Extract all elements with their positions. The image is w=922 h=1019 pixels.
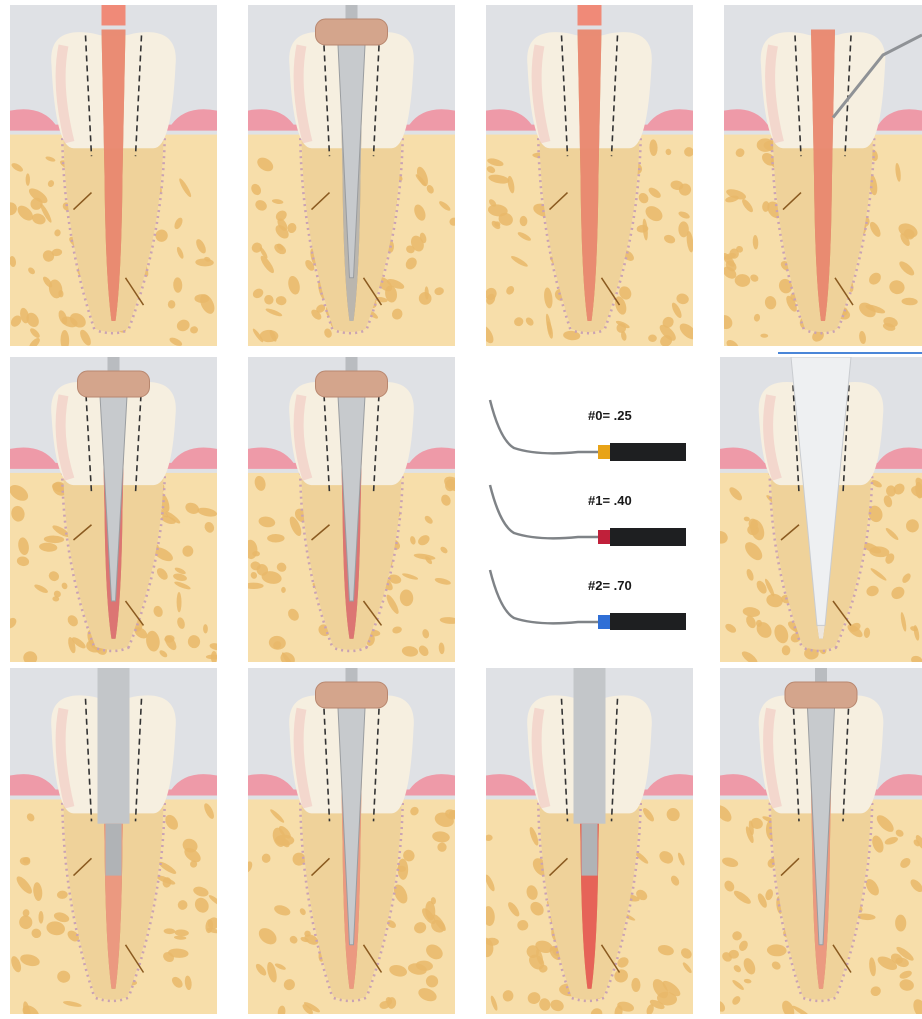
plugger-size-label: #0= .25 — [588, 408, 632, 423]
tooth-illustration — [248, 668, 455, 1014]
divider-line — [778, 352, 922, 354]
step-panel-3 — [486, 5, 693, 346]
step-panel-6 — [248, 357, 455, 662]
plugger-tool-1: #1= .40 — [490, 485, 686, 546]
tooth-illustration — [10, 668, 217, 1014]
plugger-band — [598, 530, 610, 544]
tooth-illustration — [248, 5, 455, 346]
plugger-size-label: #2= .70 — [588, 578, 632, 593]
tooth-illustration — [486, 5, 693, 346]
step-panel-8 — [720, 357, 922, 662]
step-panel-10 — [248, 668, 455, 1014]
tooth-illustration — [720, 668, 922, 1014]
plugger-size-label: #1= .40 — [588, 493, 632, 508]
plugger-band — [598, 445, 610, 459]
step-panel-1 — [10, 5, 217, 346]
step-panel-9 — [10, 668, 217, 1014]
tooth-illustration — [10, 5, 217, 346]
tooth-illustration — [10, 357, 217, 662]
step-panel-11 — [486, 668, 693, 1014]
plugger-band — [598, 615, 610, 629]
plugger-tool-0: #0= .25 — [490, 400, 686, 461]
plugger-illustrations: #0= .25 #1= .40 #2= .70 — [478, 380, 708, 630]
tooth-illustration — [486, 668, 693, 1014]
plugger-sizes-legend: #0= .25 #1= .40 #2= .70 — [478, 380, 708, 630]
step-panel-4 — [724, 5, 922, 346]
step-panel-5 — [10, 357, 217, 662]
tooth-illustration — [724, 5, 922, 346]
step-panel-2 — [248, 5, 455, 346]
tooth-illustration — [720, 357, 922, 662]
tooth-illustration — [248, 357, 455, 662]
step-panel-12 — [720, 668, 922, 1014]
plugger-tool-2: #2= .70 — [490, 570, 686, 630]
